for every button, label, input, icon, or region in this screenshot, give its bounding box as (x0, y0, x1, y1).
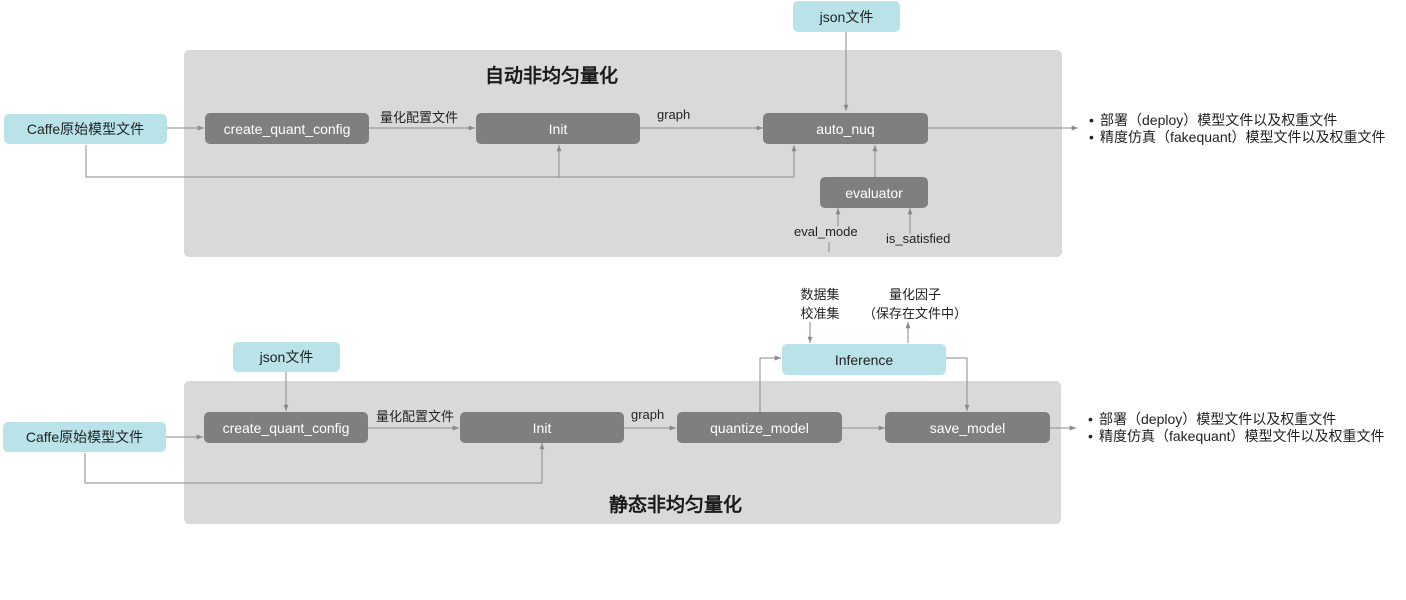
graph-label: graph (631, 407, 665, 422)
caffe-model-input-box: Caffe原始模型文件 (4, 114, 167, 144)
caffe-feedback-line-2 (84, 453, 542, 484)
inference-box: Inference (782, 344, 946, 375)
is-satisfied-label: is_satisfied (886, 231, 951, 246)
dataset-label-line: 数据集 (800, 287, 840, 302)
quant-config-file-label: 量化配置文件 (376, 409, 455, 424)
init-box: Init (460, 412, 624, 443)
auto-nuq-box: auto_nuq (763, 113, 928, 144)
output-item: 部署（deploy）模型文件以及权重文件 (1088, 411, 1385, 428)
quant-factor-label: 量化因子 （保存在文件中） (855, 285, 975, 323)
caffe-feedback-line (85, 145, 794, 178)
auto-nuq-outputs: 部署（deploy）模型文件以及权重文件 精度仿真（fakequant）模型文件… (1089, 112, 1386, 146)
static-nuq-outputs: 部署（deploy）模型文件以及权重文件 精度仿真（fakequant）模型文件… (1088, 411, 1385, 445)
save-model-box: save_model (885, 412, 1050, 443)
static-nuq-panel (184, 381, 1061, 524)
static-nuq-title: 静态非均匀量化 (609, 495, 743, 516)
create-quant-config-box: create_quant_config (205, 113, 369, 144)
output-item: 精度仿真（fakequant）模型文件以及权重文件 (1088, 428, 1385, 445)
saved-in-file-label-line: （保存在文件中） (862, 306, 967, 321)
caffe-model-input-box: Caffe原始模型文件 (3, 422, 166, 452)
quant-factor-label-line: 量化因子 (888, 287, 941, 302)
auto-nuq-panel (184, 50, 1062, 257)
init-box: Init (476, 113, 640, 144)
json-file-box: json文件 (793, 1, 900, 32)
eval-mode-label: eval_mode (794, 224, 858, 239)
calibration-set-label-line: 校准集 (800, 306, 840, 321)
create-quant-config-box: create_quant_config (204, 412, 368, 443)
dataset-label: 数据集 校准集 (790, 285, 850, 323)
json-file-box: json文件 (233, 342, 340, 372)
graph-label: graph (657, 107, 691, 122)
quantize-model-box: quantize_model (677, 412, 842, 443)
output-item: 精度仿真（fakequant）模型文件以及权重文件 (1089, 129, 1386, 146)
auto-nuq-title: 自动非均匀量化 (485, 66, 619, 87)
arrow-quantize-to-inference (759, 355, 781, 412)
output-item: 部署（deploy）模型文件以及权重文件 (1089, 112, 1386, 129)
quant-config-file-label: 量化配置文件 (380, 110, 459, 125)
evaluator-box: evaluator (820, 177, 928, 208)
arrow-inference-to-save-model (946, 357, 970, 411)
